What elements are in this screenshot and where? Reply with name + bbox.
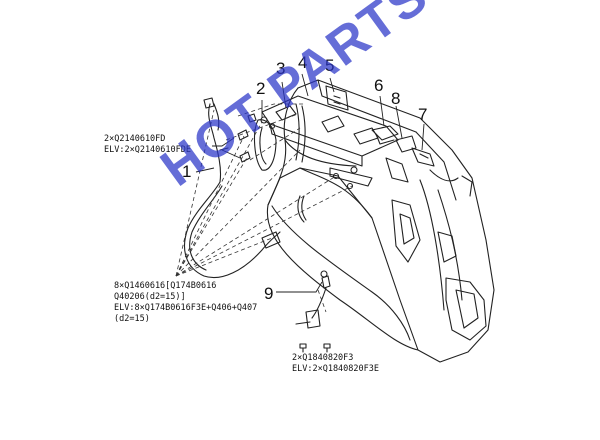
callout-8: 8 bbox=[391, 89, 401, 108]
note-line: Q40206(d2=15)] bbox=[114, 292, 186, 302]
note-line: ELV:2×Q1840820F3E bbox=[292, 364, 379, 374]
part-9-sensor bbox=[295, 270, 331, 329]
note-top-left: 2×Q2140610FD ELV:2×Q2140610FDE bbox=[104, 134, 191, 156]
note-line: 2×Q1840820F3 bbox=[292, 353, 354, 363]
callout-5: 5 bbox=[325, 56, 335, 75]
note-line: ELV:2×Q2140610FDE bbox=[104, 145, 191, 155]
fender-panel bbox=[266, 79, 495, 363]
note-line: 8×Q1460616[Q174B0616 bbox=[114, 281, 217, 291]
note-line: 2×Q2140610FD bbox=[104, 134, 166, 144]
fastener-group-top bbox=[219, 113, 257, 163]
note-line: ELV:8×Q174B0616F3E+Q406+Q407 bbox=[114, 303, 258, 313]
note-line: (d2=15) bbox=[114, 314, 150, 324]
exploded-guide-lines bbox=[175, 103, 353, 313]
callout-1: 1 bbox=[182, 162, 192, 181]
callout-3: 3 bbox=[276, 59, 286, 78]
note-bottom-left: 8×Q1460616[Q174B0616 Q40206(d2=15)] ELV:… bbox=[114, 281, 257, 325]
part-2-lens bbox=[253, 119, 277, 171]
callout-4: 4 bbox=[298, 53, 308, 72]
arch-clip bbox=[297, 195, 305, 223]
callout-2: 2 bbox=[256, 79, 266, 98]
callout-6: 6 bbox=[374, 76, 384, 95]
note-bottom-center: 2×Q1840820F3 ELV:2×Q1840820F3E bbox=[292, 353, 379, 375]
callout-7: 7 bbox=[418, 105, 428, 124]
leader-lines bbox=[195, 73, 425, 293]
callout-9: 9 bbox=[264, 284, 274, 303]
note-screws-bottom bbox=[299, 343, 331, 353]
rail-screws bbox=[260, 116, 373, 190]
parts-6-7-8-latch bbox=[371, 125, 435, 167]
